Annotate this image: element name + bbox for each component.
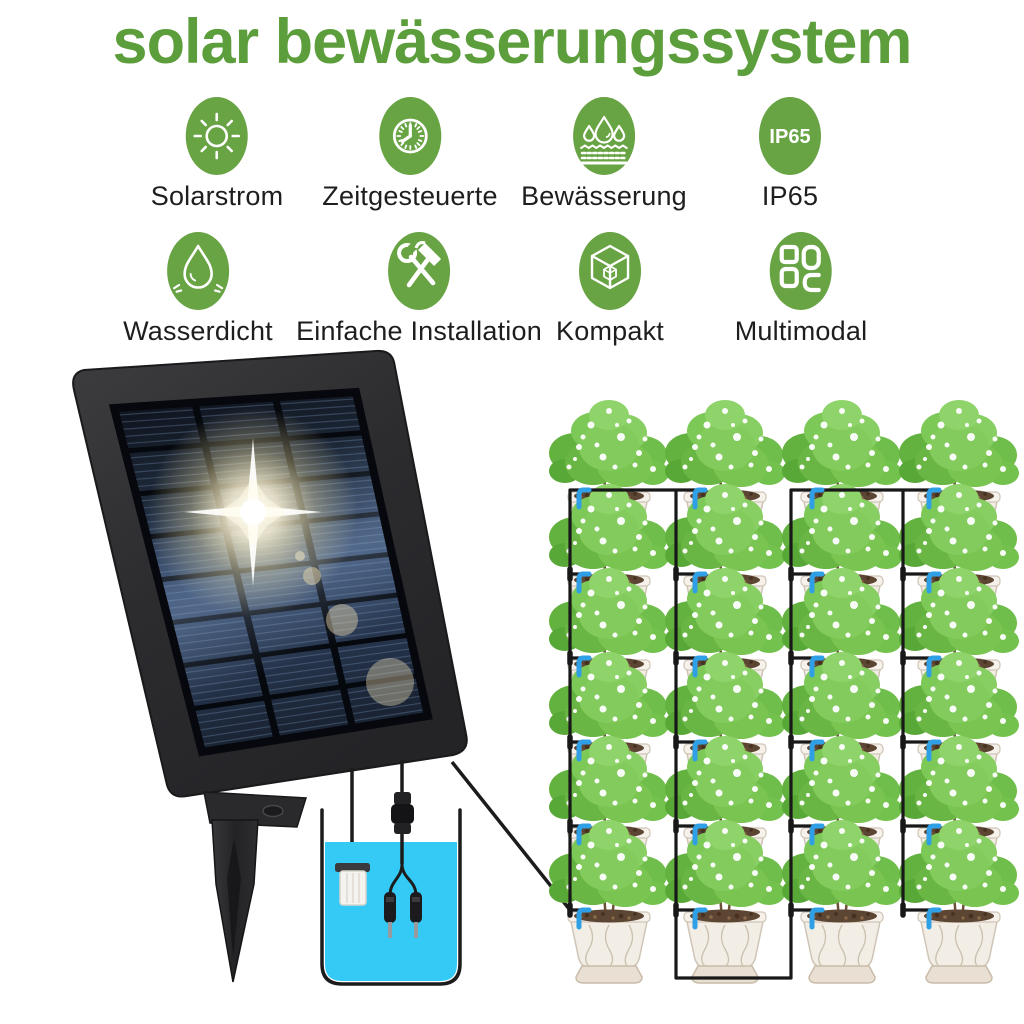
submersible-pump: [335, 863, 370, 906]
pot-saucer: [925, 965, 993, 984]
feature-item-zeitgesteuerte: Zeitgesteuerte: [322, 95, 498, 212]
feature-label: Multimodal: [734, 316, 868, 346]
ip65-badge: IP65: [759, 97, 821, 175]
ground-stake: [203, 791, 308, 983]
feature-label: Zeitgesteuerte: [322, 181, 498, 211]
tubing-tee-fittings: [567, 566, 906, 918]
irrigation-tubing: [567, 487, 942, 980]
plant-grid: [547, 398, 1021, 984]
feature-item-einfache-installation: Einfache Installation: [296, 230, 542, 347]
sun-glare: [148, 407, 414, 706]
solar-panel: [72, 349, 468, 798]
clock-icon: [379, 97, 441, 175]
pot-saucer: [691, 965, 759, 984]
feature-label: IP65: [761, 181, 819, 211]
drip-emitters: [576, 487, 942, 930]
irrigation-surface-icon: [572, 97, 635, 175]
feature-label: Kompakt: [556, 316, 664, 346]
feed-line: [450, 760, 572, 912]
feature-item-kompakt: Kompakt: [556, 230, 664, 347]
feature-item-multimodal: Multimodal: [735, 230, 868, 347]
waterproof-drop-icon: [167, 232, 229, 310]
feature-item-wasserdicht: Wasserdicht: [123, 230, 273, 347]
potted-plant: [897, 818, 1021, 971]
modes-grid-icon: [769, 232, 832, 310]
water-level-probes: [384, 792, 422, 938]
feature-label: Bewässerung: [521, 181, 687, 211]
feature-item-solarstrom: Solarstrom: [151, 95, 284, 212]
potted-plant: [547, 818, 671, 971]
feature-label: Einfache Installation: [296, 316, 542, 346]
feature-item-ip65: IP65 IP65: [755, 95, 825, 212]
potted-plant: [780, 818, 904, 971]
cube-icon: [578, 232, 641, 310]
feature-label: Solarstrom: [150, 181, 284, 211]
feature-item-bewaesserung: Bewässerung: [521, 95, 687, 212]
pot-saucer: [575, 965, 643, 984]
pot-saucer: [808, 965, 876, 984]
potted-plant: [663, 818, 787, 971]
sun-icon: [186, 97, 248, 175]
tools-icon: [387, 232, 450, 310]
svg-text:IP65: IP65: [769, 126, 810, 148]
water-container: [320, 792, 462, 986]
page-title: solar bewässerungssystem: [112, 7, 913, 77]
feature-label: Wasserdicht: [123, 316, 273, 346]
